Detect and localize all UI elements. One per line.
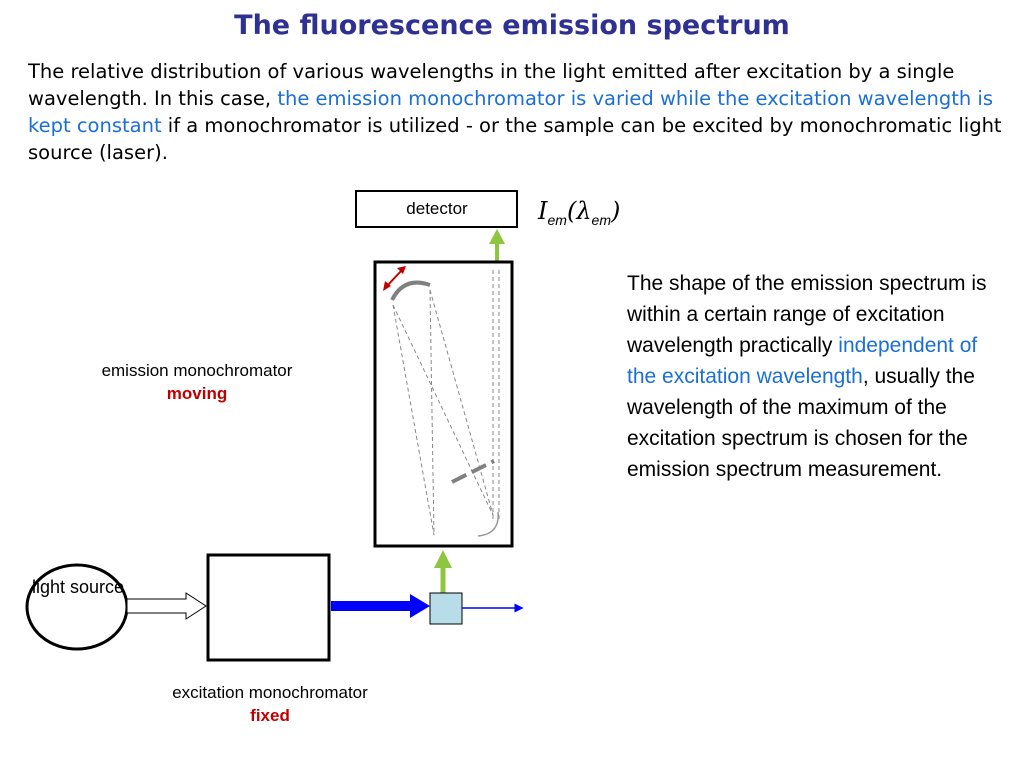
excitation-beam-arrow bbox=[331, 594, 430, 618]
grating bbox=[451, 459, 495, 484]
emission-to-detector-arrow bbox=[489, 229, 505, 262]
side-explanation: The shape of the emission spectrum is wi… bbox=[627, 268, 997, 485]
curved-mirror bbox=[390, 280, 431, 301]
formula-subscript-lambda: em bbox=[591, 211, 611, 228]
formula-open-paren: ( bbox=[566, 197, 577, 225]
intro-paragraph: The relative distribution of various wav… bbox=[28, 58, 1018, 166]
side-text-1: The shape of the emission spectrum is wi… bbox=[627, 272, 987, 357]
formula-lambda: λ bbox=[576, 197, 592, 225]
detector-label: detector bbox=[406, 199, 468, 218]
emission-monochromator-box bbox=[373, 260, 514, 548]
page-title: The fluorescence emission spectrum bbox=[234, 10, 790, 41]
excitation-state-label: fixed bbox=[250, 706, 290, 725]
formula-subscript-intensity: em bbox=[547, 211, 567, 228]
excitation-caption-text: excitation monochromator bbox=[172, 683, 368, 702]
excitation-monochromator-caption: excitation monochromator fixed bbox=[130, 681, 410, 727]
formula-close-paren: ) bbox=[610, 197, 621, 225]
formula-intensity: I bbox=[538, 197, 548, 225]
side-highlight: independent of the excitation wavelength bbox=[627, 334, 978, 388]
emission-state-label: moving bbox=[166, 384, 228, 403]
emission-intensity-formula: Iem(λem) bbox=[538, 197, 620, 228]
light-source-label: light source bbox=[31, 577, 125, 597]
emission-caption-text: emission monochromator bbox=[101, 361, 293, 380]
sample-to-emission-arrow bbox=[434, 550, 452, 594]
intro-text-2: if a monochromator is utilized - or the … bbox=[28, 114, 1002, 164]
side-text-2: , usually the wavelength of the maximum … bbox=[627, 365, 975, 481]
mirror-rotation-arrow bbox=[383, 266, 406, 291]
white-light-arrow bbox=[126, 592, 207, 620]
light-path-lines bbox=[392, 270, 500, 536]
entrance-mirror bbox=[477, 511, 499, 537]
detector-box bbox=[355, 190, 518, 228]
excitation-monochromator-box bbox=[206, 553, 331, 662]
intro-text-1: The relative distribution of various wav… bbox=[28, 60, 955, 110]
intro-highlight: the emission monochromator is varied whi… bbox=[28, 87, 994, 137]
sample-cuvette bbox=[429, 592, 463, 625]
emission-monochromator-caption: emission monochromator moving bbox=[60, 359, 334, 405]
